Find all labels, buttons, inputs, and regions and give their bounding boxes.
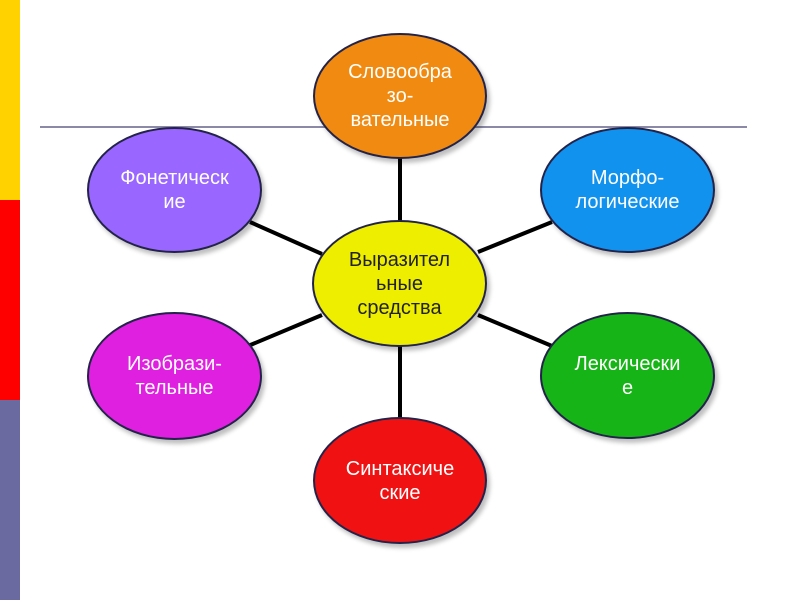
side-stripe-yellow (0, 0, 20, 200)
node-expressive-means-label: Выразител ьные средства (348, 248, 451, 319)
node-expressive-means: Выразител ьные средства (312, 220, 487, 347)
node-syntactic-label: Синтаксиче ские (345, 457, 455, 504)
connector-bottom-right (477, 313, 553, 348)
side-stripe-slate (0, 400, 20, 600)
node-lexical-label: Лексически е (574, 352, 681, 399)
node-phonetic: Фонетическ ие (87, 127, 262, 253)
node-pictorial-label: Изобрази- тельные (127, 353, 222, 399)
node-phonetic-label: Фонетическ ие (120, 167, 229, 213)
connector-top-right (477, 220, 553, 254)
node-morphological: Морфо- логические (540, 127, 715, 253)
node-pictorial: Изобрази- тельные (87, 312, 262, 440)
connector-top-left (249, 220, 323, 256)
node-syntactic: Синтаксиче ские (313, 417, 487, 544)
connector-bottom-left (247, 313, 323, 348)
node-morphological-label: Морфо- логические (575, 167, 680, 213)
node-word-formation: Словообра зо- вательные (313, 33, 487, 159)
side-stripe-red (0, 200, 20, 400)
node-word-formation-label: Словообра зо- вательные (348, 61, 452, 131)
node-lexical: Лексически е (540, 312, 715, 439)
